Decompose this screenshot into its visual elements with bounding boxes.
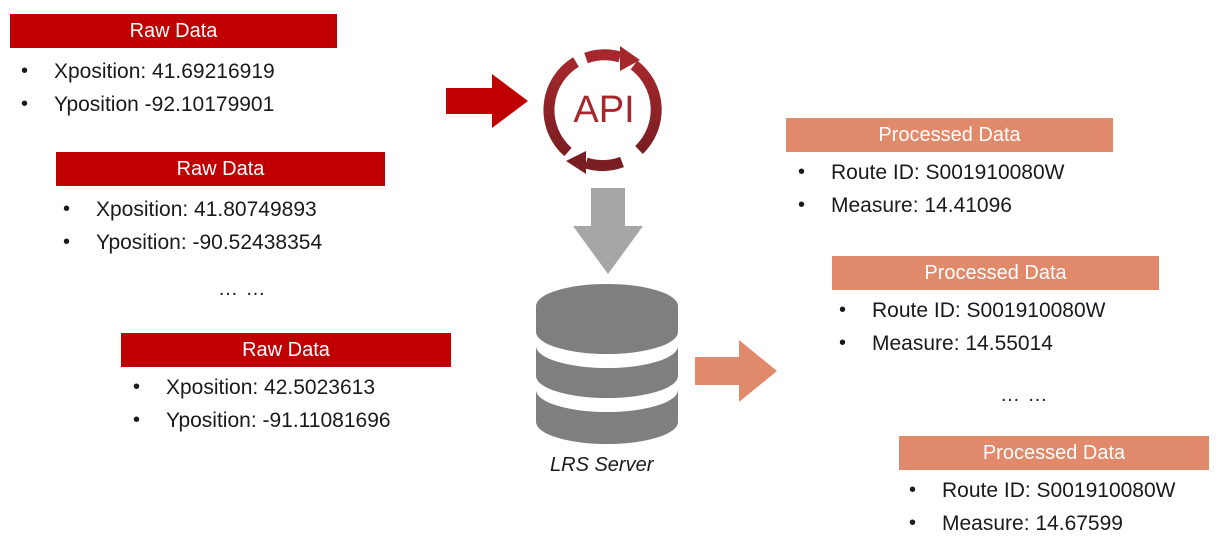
raw-data-list-1: Xposition: 41.69216919 Yposition -92.101… bbox=[18, 55, 275, 121]
processed-data-header-3: Processed Data bbox=[899, 436, 1209, 470]
api-cycle-arc-top bbox=[584, 49, 622, 64]
output-arrow-shape bbox=[695, 340, 777, 402]
down-arrow-shape bbox=[573, 188, 643, 274]
raw-data-header-2: Raw Data bbox=[56, 152, 385, 186]
processed-data-route-id-3: Route ID: S001910080W bbox=[906, 474, 1175, 507]
processed-data-route-id-2: Route ID: S001910080W bbox=[836, 294, 1105, 327]
processed-data-list-2: Route ID: S001910080W Measure: 14.55014 bbox=[836, 294, 1105, 360]
processed-data-measure-2: Measure: 14.55014 bbox=[836, 327, 1105, 360]
lrs-server-label: LRS Server bbox=[550, 454, 654, 476]
processed-data-measure-1: Measure: 14.41096 bbox=[795, 189, 1064, 222]
processed-data-measure-3: Measure: 14.67599 bbox=[906, 507, 1175, 540]
input-arrow-shape bbox=[446, 74, 528, 128]
raw-data-xposition-1: Xposition: 41.69216919 bbox=[18, 55, 275, 88]
processed-data-list-1: Route ID: S001910080W Measure: 14.41096 bbox=[795, 156, 1064, 222]
raw-data-xposition-3: Xposition: 42.5023613 bbox=[130, 371, 391, 404]
raw-data-yposition-3: Yposition: -91.11081696 bbox=[130, 404, 391, 437]
processed-data-route-id-1: Route ID: S001910080W bbox=[795, 156, 1064, 189]
raw-data-ellipsis: … … bbox=[218, 278, 267, 300]
input-arrow bbox=[446, 74, 528, 128]
raw-data-xposition-2: Xposition: 41.80749893 bbox=[60, 193, 322, 226]
database-disk-top bbox=[536, 284, 678, 354]
processed-data-header-1: Processed Data bbox=[786, 118, 1113, 152]
output-arrow bbox=[695, 340, 777, 402]
api-label: API bbox=[573, 89, 634, 131]
down-arrow bbox=[573, 188, 643, 274]
processed-data-list-3: Route ID: S001910080W Measure: 14.67599 bbox=[906, 474, 1175, 540]
raw-data-list-3: Xposition: 42.5023613 Yposition: -91.110… bbox=[130, 371, 391, 437]
raw-data-header-3: Raw Data bbox=[121, 333, 451, 367]
processed-data-ellipsis: … … bbox=[1000, 384, 1049, 406]
database-icon bbox=[536, 284, 678, 444]
raw-data-list-2: Xposition: 41.80749893 Yposition: -90.52… bbox=[60, 193, 322, 259]
raw-data-header-1: Raw Data bbox=[10, 14, 337, 48]
api-cycle-arc-right bbox=[630, 60, 662, 154]
api-cycle-arrowhead-top bbox=[620, 46, 640, 71]
api-cycle-arc-bottom bbox=[584, 156, 624, 171]
raw-data-yposition-1: Yposition -92.10179901 bbox=[18, 88, 275, 121]
api-cycle-icon: API bbox=[543, 46, 662, 174]
database-disk-bottom bbox=[536, 390, 678, 444]
raw-data-yposition-2: Yposition: -90.52438354 bbox=[60, 226, 322, 259]
processed-data-header-2: Processed Data bbox=[832, 256, 1159, 290]
api-cycle-arc-left bbox=[543, 57, 580, 157]
api-cycle-arrowhead-bottom bbox=[566, 151, 586, 174]
database-disk-middle bbox=[536, 346, 678, 398]
